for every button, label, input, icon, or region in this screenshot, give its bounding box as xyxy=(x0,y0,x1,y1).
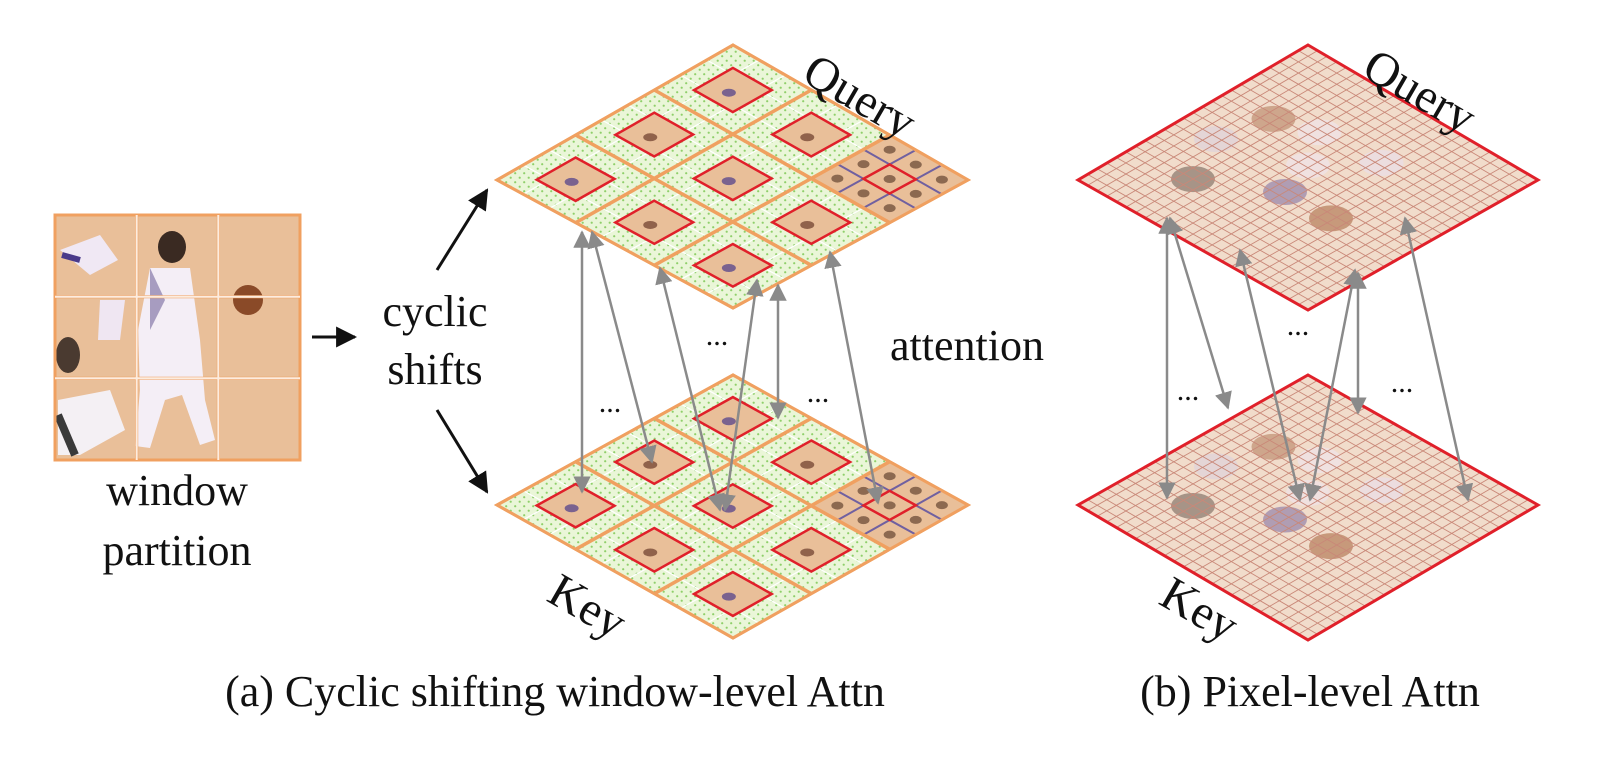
window-query-shift-blob xyxy=(831,174,844,183)
pixel-key-plane-base xyxy=(1078,375,1538,640)
pixel-attention-arrow xyxy=(1399,216,1474,502)
window-query-patch-blob xyxy=(800,220,815,229)
pixel-query-image-blob xyxy=(1359,149,1404,176)
window-query-shift-blob xyxy=(883,175,896,184)
caption-b: (b) Pixel-level Attn xyxy=(1140,667,1480,716)
window-key-shift-blob xyxy=(883,530,896,539)
window-query-shift-blob xyxy=(883,204,896,213)
pixel-key-grid-line xyxy=(1106,488,1337,624)
window-query-window-border xyxy=(574,88,813,225)
window-query-patch-blob xyxy=(564,177,579,186)
window-query-shift-center-patch xyxy=(860,162,919,196)
window-key-shift-blob xyxy=(857,486,870,495)
window-query-plane xyxy=(493,43,972,310)
window-attention-arrow xyxy=(824,250,884,505)
pixel-attention-arrows xyxy=(1158,216,1474,502)
window-query-shift-blob xyxy=(857,160,870,169)
window-key-patch-blob xyxy=(800,548,815,557)
pixel-attention-arrow xyxy=(1304,268,1361,502)
window-key-shift-blob xyxy=(909,515,922,524)
window-key-patch-blob xyxy=(643,548,658,557)
window-query-patch-blob xyxy=(721,177,736,186)
window-query-window-border xyxy=(653,133,891,267)
window-query-patch-blob xyxy=(643,220,658,229)
shift-to-query-arrow xyxy=(435,188,489,271)
window-key-patch-blob xyxy=(800,460,815,469)
caption-a: (a) Cyclic shifting window-level Attn xyxy=(225,667,885,716)
window-key-shift-blob xyxy=(883,501,896,510)
pixel-key-grid-line xyxy=(1298,499,1529,635)
window-query-window-border xyxy=(653,88,891,225)
window-query-shift-blob xyxy=(935,175,948,184)
pixel-key-plane xyxy=(1074,373,1542,642)
window-key-patch-blob xyxy=(721,592,736,601)
window-key-shift-blob xyxy=(883,472,896,481)
pixel-key-grid-line xyxy=(1116,482,1347,618)
window-ellipsis-middle: ... xyxy=(706,319,729,352)
shift-label-line2: shifts xyxy=(387,345,482,394)
pixel-key-grid-line xyxy=(1288,493,1520,630)
player-silhouette xyxy=(54,231,263,457)
window-query-patch-blob xyxy=(800,133,815,142)
partition-label-line1: window xyxy=(106,466,248,515)
window-key-shift-blob xyxy=(935,501,948,510)
pixel-key-grid-line xyxy=(1096,493,1328,630)
pixel-key-grid-line xyxy=(1279,488,1510,624)
pixel-ellipsis-middle: ... xyxy=(1287,309,1310,342)
window-key-shift-blob xyxy=(909,486,922,495)
window-key-patch-blob xyxy=(721,417,736,426)
window-attention-arrow xyxy=(587,230,657,464)
window-partition-grid xyxy=(53,213,302,462)
window-query-shift-blob xyxy=(883,145,896,154)
pixel-attention-arrow xyxy=(1166,216,1232,410)
window-query-shift-blob xyxy=(909,160,922,169)
window-query-patch-blob xyxy=(721,88,736,97)
pixel-key-image-blob xyxy=(1359,477,1404,504)
window-key-shift-blob xyxy=(857,516,870,525)
window-key-shift-blob xyxy=(831,501,844,510)
window-query-shift-blob xyxy=(857,189,870,198)
pixel-key-grid-line xyxy=(1087,499,1318,635)
pixel-ellipsis-left: ... xyxy=(1177,374,1200,407)
window-query-patch-blob xyxy=(643,133,658,142)
window-attention-arrows xyxy=(573,230,884,512)
window-query-patch-blob xyxy=(721,263,736,272)
shift-label-line1: cyclic xyxy=(382,287,487,336)
window-key-patch-blob xyxy=(721,504,736,513)
window-query-shift-blob xyxy=(909,189,922,198)
window-attention-arrow xyxy=(718,278,764,512)
shift-to-key-arrow xyxy=(435,409,489,494)
pixel-query-plane xyxy=(1074,43,1542,312)
window-key-patch-blob xyxy=(643,460,658,469)
window-ellipsis-left: ... xyxy=(599,386,622,419)
window-ellipsis-right: ... xyxy=(807,376,830,409)
window-attention-arrow xyxy=(655,266,725,512)
partition-label-line2: partition xyxy=(102,526,251,575)
pixel-attention-arrow xyxy=(1235,248,1305,502)
window-query-window-border xyxy=(574,133,813,267)
window-key-window-border xyxy=(574,460,813,596)
attention-label: attention xyxy=(890,321,1044,370)
pixel-ellipsis-right: ... xyxy=(1391,366,1414,399)
window-key-patch-blob xyxy=(564,504,579,513)
